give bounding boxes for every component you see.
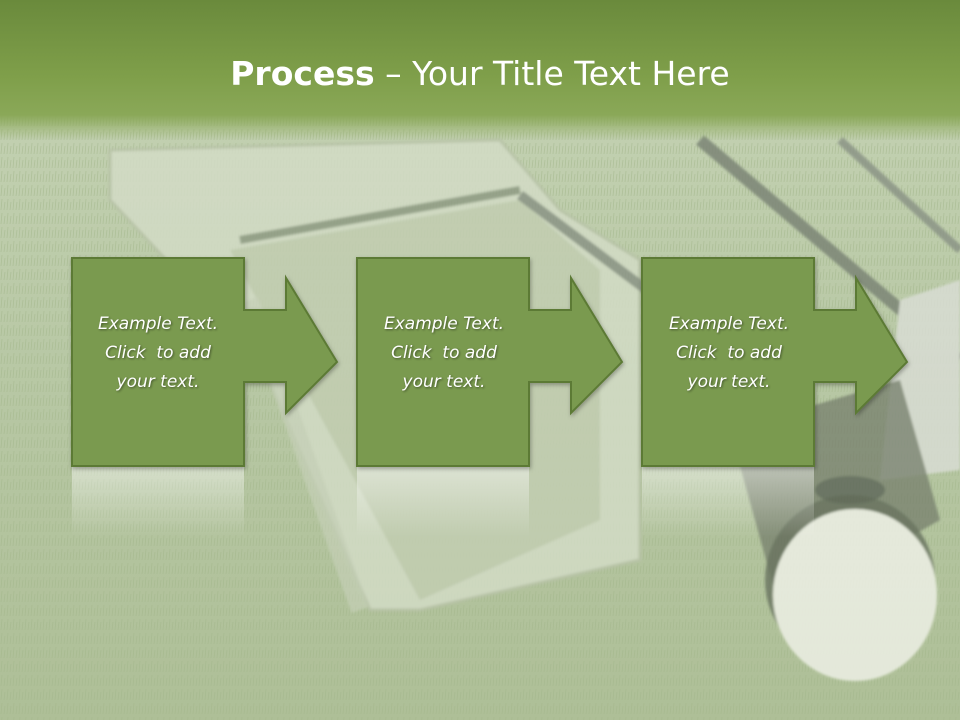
step-2-arrow[interactable] — [356, 257, 624, 467]
step-3-line-3: your text. — [687, 372, 771, 392]
step-3-arrow[interactable] — [641, 257, 909, 467]
step-3-text[interactable]: Example Text. Click to add your text. — [643, 310, 815, 397]
title-bold: Process — [230, 54, 375, 93]
step-1-text[interactable]: Example Text. Click to add your text. — [72, 310, 244, 397]
step-2-line-1: Example Text. — [383, 314, 505, 334]
step-2-line-3: your text. — [402, 372, 486, 392]
step-1-line-2: Click to add — [105, 343, 211, 363]
step-3-line-1: Example Text. — [668, 314, 790, 334]
step-2-text[interactable]: Example Text. Click to add your text. — [358, 310, 530, 397]
title-rest: – Your Title Text Here — [374, 54, 730, 93]
step-1-line-3: your text. — [116, 372, 200, 392]
slide-title[interactable]: Process – Your Title Text Here — [0, 52, 960, 96]
step-3-line-2: Click to add — [676, 343, 782, 363]
title-band — [0, 0, 960, 140]
step-2-line-2: Click to add — [391, 343, 497, 363]
step-reflections — [72, 467, 814, 537]
step-1-line-1: Example Text. — [97, 314, 219, 334]
step-1-arrow[interactable] — [71, 257, 339, 467]
